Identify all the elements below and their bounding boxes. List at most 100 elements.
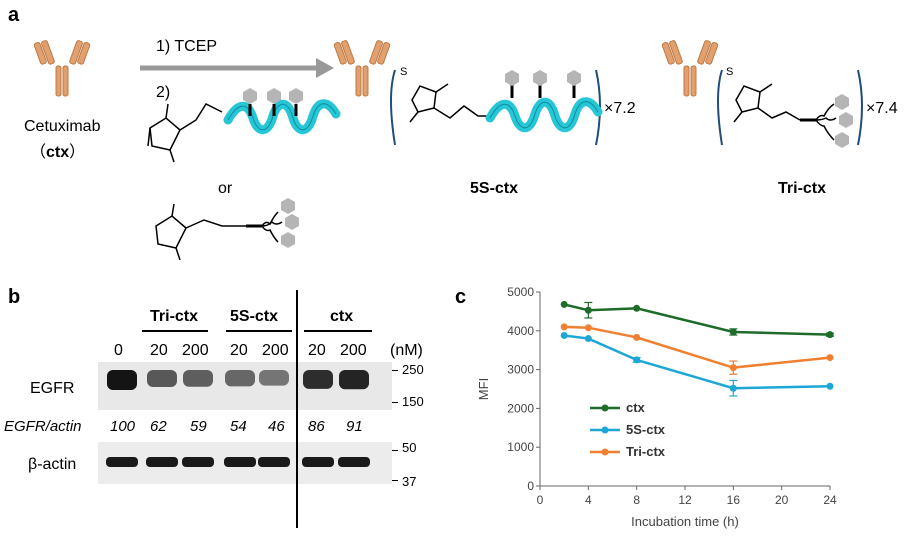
- or-label: or: [218, 180, 233, 197]
- product-tri-antibody-icon: [661, 39, 719, 97]
- legend-swatch-marker: [601, 448, 609, 456]
- ratio-lane-6: 86: [308, 418, 325, 435]
- mw-50: 50: [402, 440, 417, 455]
- step1-label: 1) TCEP: [156, 38, 218, 55]
- ratio-lane-5: 46: [268, 418, 285, 435]
- x-tick-label: 4: [585, 493, 592, 507]
- data-point: [729, 328, 737, 336]
- product-name-tri: Tri-ctx: [778, 180, 827, 197]
- ratio-lane-4: 54: [230, 418, 247, 435]
- mw-tick-50: [392, 450, 398, 451]
- conc-lane-3: 200: [182, 342, 209, 359]
- group-label-5s: 5S-ctx: [230, 308, 279, 325]
- ratio-lane-1: 100: [110, 418, 136, 435]
- egfr-band: [259, 370, 289, 386]
- conc-lane-1: 0: [114, 342, 123, 359]
- egfr-band: [225, 370, 255, 387]
- panel-label-b: b: [8, 286, 21, 308]
- y-tick-label: 0: [527, 479, 534, 493]
- egfr-band: [183, 370, 213, 387]
- actin-band: [182, 457, 214, 467]
- step2-label: 2): [156, 84, 171, 101]
- x-axis-title: Incubation time (h): [631, 514, 739, 529]
- maleimide-helix-reagent: [147, 88, 336, 163]
- data-point: [729, 364, 737, 372]
- blot-separator-line: [296, 290, 298, 528]
- x-tick-label: 20: [775, 493, 789, 507]
- y-tick-label: 1000: [507, 440, 534, 454]
- x-tick-label: 24: [823, 493, 837, 507]
- data-point: [584, 335, 592, 343]
- egfr-band: [303, 370, 333, 389]
- conc-lane-6: 20: [308, 342, 326, 359]
- ratio-lane-3: 59: [190, 418, 207, 435]
- data-point: [826, 331, 834, 339]
- data-point: [633, 356, 641, 364]
- x-tick-label: 16: [727, 493, 741, 507]
- ratio-label: EGFR/actin: [4, 418, 82, 435]
- data-point: [560, 300, 568, 308]
- data-point: [560, 323, 568, 331]
- abbrev-close-paren: ）: [69, 144, 86, 161]
- reaction-arrow: [140, 58, 334, 78]
- product-5s-linker: [390, 69, 600, 146]
- actin-blot: [98, 442, 392, 484]
- legend-label: 5S-ctx: [626, 422, 666, 437]
- mw-150: 150: [402, 394, 424, 409]
- actin-band: [146, 457, 178, 467]
- data-point: [560, 331, 568, 339]
- mw-tick-37: [392, 480, 398, 481]
- product-tri-linker: [717, 69, 863, 148]
- x-tick-label: 8: [633, 493, 640, 507]
- multiplier-tri: ×7.4: [866, 100, 898, 117]
- ratio-lane-2: 62: [150, 418, 167, 435]
- panel-label-c: c: [455, 286, 467, 308]
- data-point: [584, 324, 592, 332]
- conc-lane-7: 200: [340, 342, 367, 359]
- product-5s-antibody-icon: [333, 39, 391, 97]
- conjugation-scheme: [33, 39, 863, 261]
- conc-lane-4: 20: [230, 342, 248, 359]
- s-atom-5s: S: [400, 66, 408, 78]
- actin-band: [302, 457, 334, 467]
- data-point: [633, 333, 641, 341]
- data-point: [633, 304, 641, 312]
- y-tick-label: 3000: [507, 363, 534, 377]
- mw-tick-250: [392, 370, 398, 371]
- actin-band: [106, 457, 138, 467]
- actin-band: [258, 457, 290, 467]
- ratio-lane-7: 91: [346, 418, 363, 435]
- antibody-abbrev-line: （ctx）: [30, 138, 85, 162]
- legend-label: Tri-ctx: [626, 444, 666, 459]
- maleimide-tri-reagent: [155, 198, 299, 261]
- legend-swatch-marker: [601, 404, 609, 412]
- multiplier-5s: ×7.2: [604, 100, 636, 117]
- actin-band: [338, 457, 370, 467]
- group-underline-tri: [142, 330, 208, 332]
- mw-250: 250: [402, 362, 424, 377]
- western-blot-panel: Tri-ctx 5S-ctx ctx 0 20 200 20 200 20 20…: [0, 290, 450, 538]
- panel-label-a: a: [8, 4, 20, 26]
- legend-label: ctx: [626, 400, 646, 415]
- egfr-band: [107, 370, 137, 390]
- data-point: [729, 384, 737, 392]
- egfr-blot: [98, 362, 392, 410]
- data-point: [584, 306, 592, 314]
- antibody-name: Cetuximab: [24, 118, 101, 135]
- x-tick-label: 12: [678, 493, 692, 507]
- actin-band: [224, 457, 256, 467]
- y-tick-label: 2000: [507, 401, 534, 415]
- cetuximab-antibody-icon: [33, 39, 91, 97]
- abbrev-open-paren: （: [30, 144, 47, 161]
- data-point: [826, 382, 834, 390]
- mw-37: 37: [402, 474, 417, 489]
- data-point: [826, 354, 834, 362]
- egfr-band: [147, 370, 177, 387]
- conc-lane-5: 200: [262, 342, 289, 359]
- egfr-band: [339, 370, 369, 390]
- group-underline-5s: [226, 330, 292, 332]
- s-atom-tri: S: [726, 66, 734, 78]
- group-label-ctx: ctx: [330, 308, 354, 325]
- actin-label: β-actin: [28, 456, 77, 473]
